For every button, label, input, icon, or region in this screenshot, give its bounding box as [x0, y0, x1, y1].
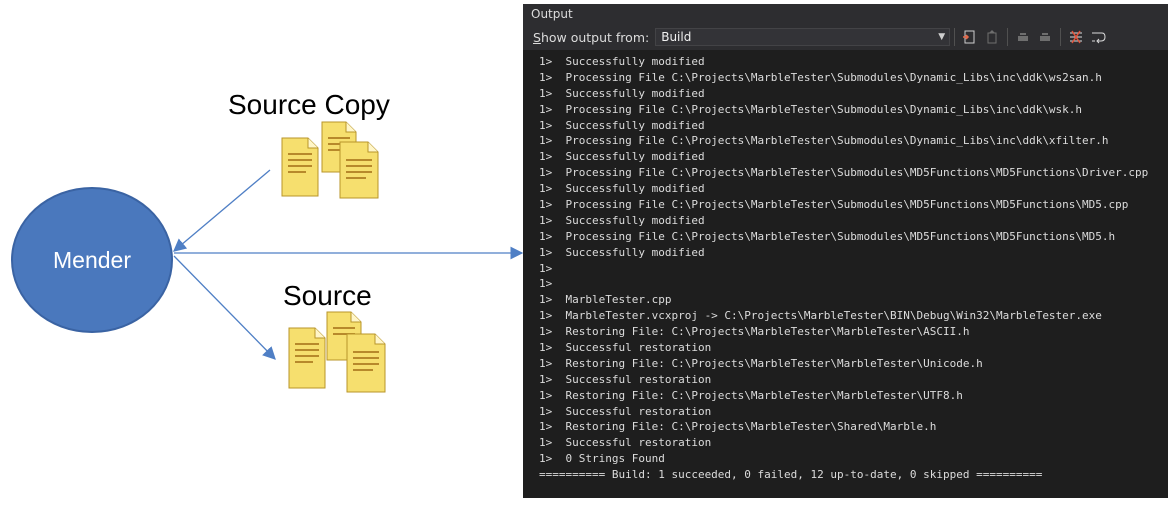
mender-node: Mender	[11, 187, 173, 333]
output-source-value: Build	[661, 30, 692, 44]
log-line: 1> Successfully modified	[539, 55, 705, 68]
toolbar-separator	[1060, 28, 1062, 46]
toolbar-separator	[1007, 28, 1009, 46]
source-copy-files-icon	[281, 121, 379, 199]
log-line: 1> Restoring File: C:\Projects\MarbleTes…	[539, 325, 970, 339]
log-line: 1> Processing File C:\Projects\MarbleTes…	[539, 229, 1116, 243]
log-line: 1> Successful restoration	[539, 341, 712, 355]
output-title: Output	[523, 4, 1168, 24]
clear-all-icon[interactable]	[1066, 27, 1086, 47]
chevron-down-icon[interactable]: ▼	[938, 32, 946, 42]
toolbar-separator	[954, 28, 956, 46]
log-line: ========== Build: 1 succeeded, 0 failed,…	[539, 468, 1043, 482]
log-line: 1> Successfully modified	[539, 150, 705, 164]
log-line: 1> Successful restoration	[539, 404, 712, 418]
next-message-icon[interactable]	[1013, 27, 1033, 47]
go-to-line-icon[interactable]	[960, 27, 980, 47]
log-line: 1> Successfully modified	[539, 245, 705, 259]
log-line: 1> Successfully modified	[539, 213, 705, 227]
log-line: 1> MarbleTester.vcxproj -> C:\Projects\M…	[539, 309, 1102, 323]
log-line: 1> Restoring File: C:\Projects\MarbleTes…	[539, 388, 963, 402]
arrow-mender-to-source	[173, 255, 276, 360]
output-toolbar: Show output from: Build ▼	[523, 24, 1168, 50]
log-line: 1> Successfully modified	[539, 86, 705, 100]
source-label: Source	[283, 280, 372, 311]
log-line: 1> Successfully modified	[539, 182, 705, 196]
source-files-icon	[288, 311, 386, 393]
show-output-from-label: Show output from:	[533, 29, 650, 45]
arrow-copy-to-mender	[173, 169, 271, 252]
previous-message-icon[interactable]	[982, 27, 1002, 47]
log-line: 1>	[539, 261, 553, 275]
log-line: 1> MarbleTester.cpp	[539, 293, 672, 307]
log-line: 1> 0 Strings Found	[539, 452, 665, 466]
log-line: 1> Processing File C:\Projects\MarbleTes…	[539, 198, 1129, 212]
source-copy-label: Source Copy	[228, 89, 390, 120]
output-window: Output Show output from: Build ▼ 1> Succ…	[523, 4, 1168, 498]
log-line: 1> Restoring File: C:\Projects\MarbleTes…	[539, 420, 937, 434]
log-line: 1> Successful restoration	[539, 436, 712, 450]
mender-label: Mender	[53, 246, 131, 273]
log-line: 1> Successfully modified	[539, 118, 705, 132]
log-line: 1> Processing File C:\Projects\MarbleTes…	[539, 102, 1083, 116]
log-line: 1>	[539, 277, 553, 291]
output-source-dropdown[interactable]: Build ▼	[655, 28, 951, 46]
log-line: 1> Processing File C:\Projects\MarbleTes…	[539, 166, 1149, 180]
find-message-icon[interactable]	[1035, 27, 1055, 47]
toggle-word-wrap-icon[interactable]	[1088, 27, 1108, 47]
log-line: 1> Processing File C:\Projects\MarbleTes…	[539, 70, 1102, 84]
log-line: 1> Restoring File: C:\Projects\MarbleTes…	[539, 356, 983, 370]
log-line: 1> Successful restoration	[539, 372, 712, 386]
log-line: 1> Processing File C:\Projects\MarbleTes…	[539, 134, 1109, 148]
